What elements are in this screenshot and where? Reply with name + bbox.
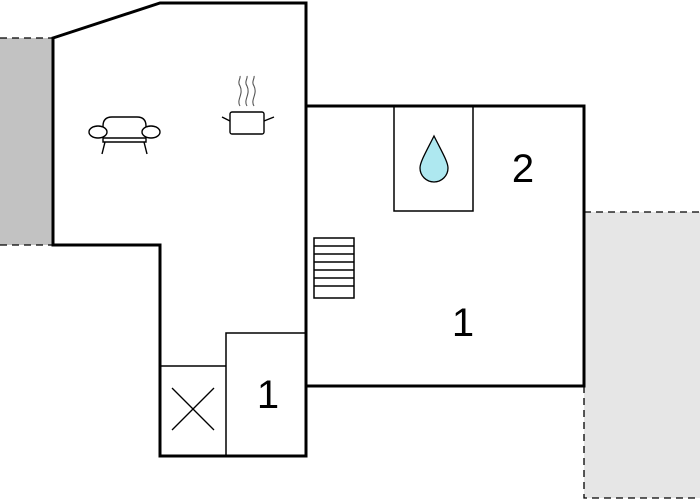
water-drop-icon <box>419 134 449 183</box>
interior-walls <box>160 106 474 456</box>
terrace-left <box>0 37 53 246</box>
cooking-pot-icon <box>221 75 275 135</box>
room-label-bedroom-large: 1 <box>452 301 474 345</box>
outer-walls <box>51 1 586 458</box>
shower-cross-icon <box>171 387 215 431</box>
stairs-icon <box>313 237 355 299</box>
room-label-bathroom: 1 <box>257 373 279 417</box>
room-label-bedroom-small: 2 <box>512 147 534 191</box>
sofa-icon <box>88 116 161 155</box>
terrace-right <box>583 211 700 499</box>
